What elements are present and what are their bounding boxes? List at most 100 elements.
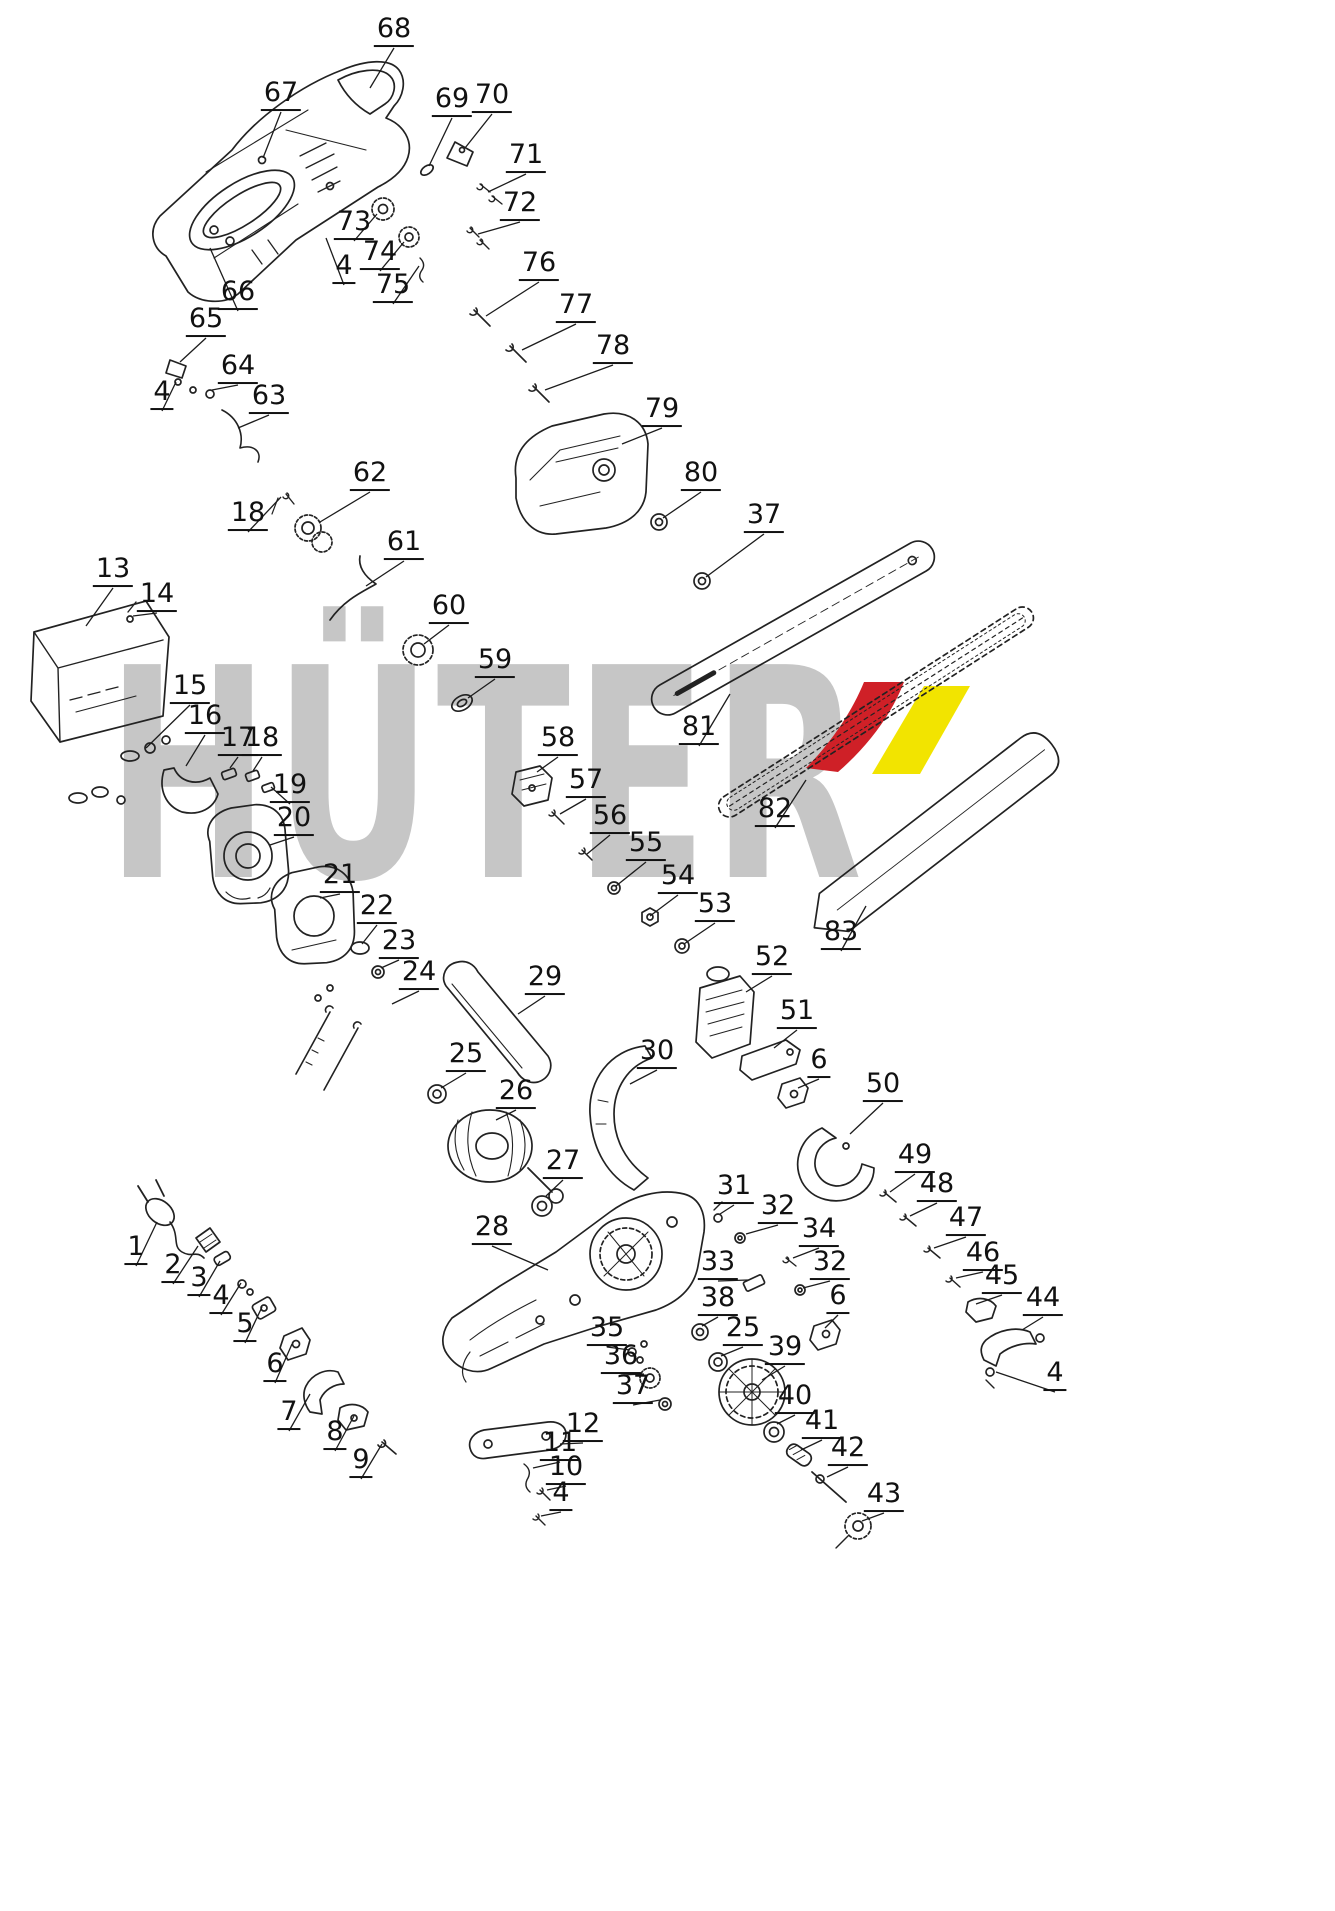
part-label-68: 68 xyxy=(373,14,415,47)
part-label-51: 51 xyxy=(776,996,818,1029)
part-label-5: 5 xyxy=(233,1309,257,1342)
part-label-34: 34 xyxy=(798,1214,840,1247)
part-label-4: 4 xyxy=(549,1478,573,1511)
leader-line-31 xyxy=(719,1204,735,1215)
leader-line-74 xyxy=(379,241,405,272)
part-label-54: 54 xyxy=(657,861,699,894)
leader-line-58 xyxy=(536,756,559,773)
part-label-17: 17 xyxy=(217,723,259,756)
part-label-32: 32 xyxy=(809,1247,851,1280)
linkage-parts-art xyxy=(165,359,690,954)
part-label-6: 6 xyxy=(826,1281,850,1314)
part-label-77: 77 xyxy=(555,290,597,323)
leader-line-38 xyxy=(701,1316,719,1327)
part-label-19: 19 xyxy=(269,770,311,803)
leader-line-33 xyxy=(717,1279,749,1282)
part-label-75: 75 xyxy=(372,270,414,303)
part-label-73: 73 xyxy=(333,207,375,240)
leader-line-55 xyxy=(615,861,647,887)
leader-line-59 xyxy=(467,678,496,699)
leader-line-4 xyxy=(220,1282,242,1316)
leader-line-56 xyxy=(586,834,611,855)
leader-line-25 xyxy=(440,1072,467,1089)
right-fasteners-art xyxy=(713,1189,1045,1389)
logo-red-swoosh xyxy=(806,682,904,772)
bar-cover-art xyxy=(813,732,1060,933)
leader-line-48 xyxy=(909,1202,938,1217)
leader-line-83 xyxy=(840,905,867,952)
guide-bar-art xyxy=(650,540,936,716)
part-label-13: 13 xyxy=(92,554,134,587)
part-label-18: 18 xyxy=(241,723,283,756)
leader-line-12 xyxy=(559,1442,584,1445)
leader-line-43 xyxy=(861,1512,885,1522)
part-label-80: 80 xyxy=(680,458,722,491)
leader-line-4 xyxy=(995,1371,1056,1393)
leader-line-10 xyxy=(546,1485,567,1491)
leader-line-52 xyxy=(745,975,773,993)
part-label-69: 69 xyxy=(431,84,473,117)
part-label-67: 67 xyxy=(260,78,302,111)
leader-line-79 xyxy=(621,427,663,445)
part-label-2: 2 xyxy=(161,1250,185,1283)
leader-line-63 xyxy=(237,414,270,429)
left-housing-art xyxy=(30,600,170,743)
leader-line-71 xyxy=(487,173,527,193)
leader-line-26 xyxy=(495,1109,517,1121)
leader-line-17 xyxy=(229,756,239,769)
part-label-81: 81 xyxy=(678,712,720,745)
leader-line-36 xyxy=(620,1373,645,1376)
part-label-41: 41 xyxy=(801,1406,843,1439)
leader-line-72 xyxy=(477,221,521,235)
leader-line-66 xyxy=(209,247,239,312)
part-label-32: 32 xyxy=(757,1191,799,1224)
leader-line-32 xyxy=(802,1280,831,1289)
leader-line-32 xyxy=(745,1224,779,1235)
part-label-57: 57 xyxy=(565,765,607,798)
part-label-26: 26 xyxy=(495,1076,537,1109)
part-label-44: 44 xyxy=(1022,1283,1064,1316)
leader-line-7 xyxy=(288,1393,311,1432)
leader-line-35 xyxy=(606,1346,631,1351)
leader-line-6 xyxy=(824,1314,839,1329)
leader-line-53 xyxy=(683,922,716,945)
part-label-66: 66 xyxy=(217,277,259,310)
motor-parts-art xyxy=(68,735,385,1091)
part-label-20: 20 xyxy=(273,803,315,836)
part-label-1: 1 xyxy=(124,1232,148,1265)
part-label-36: 36 xyxy=(600,1341,642,1374)
leader-line-25 xyxy=(720,1346,744,1357)
leader-line-67 xyxy=(262,111,282,159)
leader-line-40 xyxy=(776,1414,796,1425)
leader-line-29 xyxy=(517,995,546,1015)
saw-chain-art xyxy=(717,606,1035,818)
leader-line-18 xyxy=(252,756,263,772)
front-handle-art xyxy=(589,1045,653,1191)
leader-line-54 xyxy=(649,894,679,917)
leader-line-51 xyxy=(773,1029,798,1049)
leader-line-8 xyxy=(334,1415,355,1452)
part-label-82: 82 xyxy=(754,794,796,827)
leader-line-70 xyxy=(464,113,493,149)
leader-line-42 xyxy=(826,1466,849,1478)
leader-line-75 xyxy=(392,265,420,305)
leader-line-6 xyxy=(274,1343,293,1384)
leader-line-2 xyxy=(172,1245,199,1285)
leader-line-46 xyxy=(955,1271,984,1279)
part-label-8: 8 xyxy=(323,1417,347,1450)
leader-line-73 xyxy=(353,213,378,242)
leader-line-49 xyxy=(889,1173,916,1193)
part-label-74: 74 xyxy=(359,237,401,270)
leader-line-57 xyxy=(559,798,587,815)
part-label-27: 27 xyxy=(542,1146,584,1179)
part-label-23: 23 xyxy=(378,926,420,959)
top-fasteners-art xyxy=(371,141,550,403)
leader-line-20 xyxy=(269,836,295,846)
part-label-10: 10 xyxy=(545,1452,587,1485)
part-label-83: 83 xyxy=(820,917,862,950)
part-label-49: 49 xyxy=(894,1140,936,1173)
leader-line-5 xyxy=(244,1306,263,1344)
